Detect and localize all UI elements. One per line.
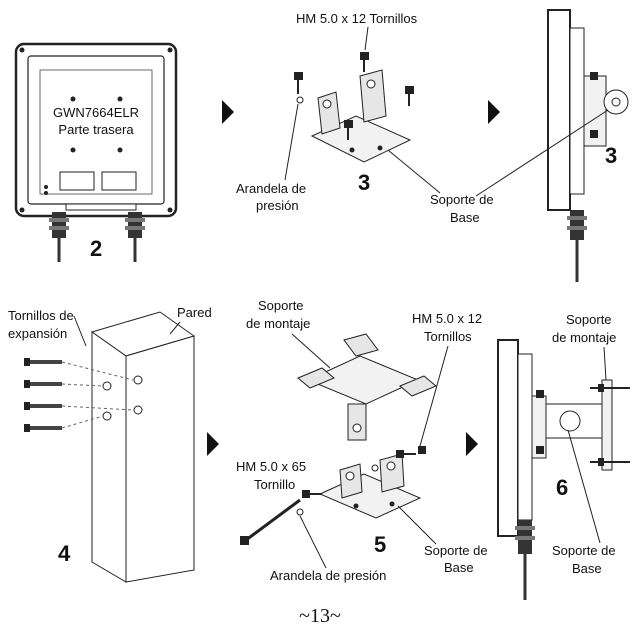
screws-label-line2: Tornillos bbox=[424, 329, 472, 344]
long-bolt-icon bbox=[240, 498, 304, 545]
bolt-label-line2: Tornillo bbox=[254, 477, 295, 492]
ap-side-view-with-bracket bbox=[547, 9, 629, 282]
base-label-line1: Soporte de bbox=[430, 192, 494, 207]
screws-label-line1: HM 5.0 x 12 bbox=[412, 311, 482, 326]
page-number: ~13~ bbox=[299, 605, 341, 627]
mounting-bracket bbox=[297, 333, 437, 441]
mount-label-line2: de montaje bbox=[246, 316, 310, 331]
base-label-line2: Base bbox=[450, 210, 480, 225]
arrow-right-icon bbox=[488, 100, 500, 124]
anchors-label-line2: expansión bbox=[8, 326, 67, 341]
step-6-number: 6 bbox=[556, 475, 568, 500]
washer-label-line2: presión bbox=[256, 198, 299, 213]
base-label-line1: Soporte de bbox=[552, 543, 616, 558]
bolt-label-line1: HM 5.0 x 65 bbox=[236, 459, 306, 474]
model-label: GWN7664ELR bbox=[53, 105, 139, 120]
step-4-number: 4 bbox=[58, 541, 71, 566]
screws-label: HM 5.0 x 12 Tornillos bbox=[296, 11, 418, 26]
wall-label: Pared bbox=[177, 305, 212, 320]
step-3-number: 3 bbox=[358, 170, 370, 195]
arrow-right-icon bbox=[222, 100, 234, 124]
arrow-right-icon bbox=[466, 432, 478, 456]
mount-label-line2: de montaje bbox=[552, 330, 616, 345]
step-2-number: 2 bbox=[90, 236, 102, 261]
mount-label-line1: Soporte bbox=[566, 312, 612, 327]
washer-label-line1: Arandela de bbox=[236, 181, 306, 196]
base-bracket bbox=[318, 453, 422, 519]
expansion-anchor-icon bbox=[24, 358, 134, 432]
wall bbox=[90, 311, 196, 583]
back-side-label: Parte trasera bbox=[58, 122, 134, 137]
ap-back-view bbox=[14, 42, 178, 262]
washer-label: Arandela de presión bbox=[270, 568, 386, 583]
anchors-label-line1: Tornillos de bbox=[8, 308, 74, 323]
base-bracket-assembly bbox=[296, 69, 412, 163]
base-label-line1: Soporte de bbox=[424, 543, 488, 558]
step-3b-number: 3 bbox=[605, 143, 617, 168]
base-label-line2: Base bbox=[444, 560, 474, 575]
ap-with-mount-assembled bbox=[497, 339, 630, 600]
arrow-right-icon bbox=[207, 432, 219, 456]
screw-icon bbox=[302, 446, 426, 498]
mount-label-line1: Soporte bbox=[258, 298, 304, 313]
step-5-number: 5 bbox=[374, 532, 386, 557]
screw-icon bbox=[294, 52, 414, 140]
base-label-line2: Base bbox=[572, 561, 602, 576]
